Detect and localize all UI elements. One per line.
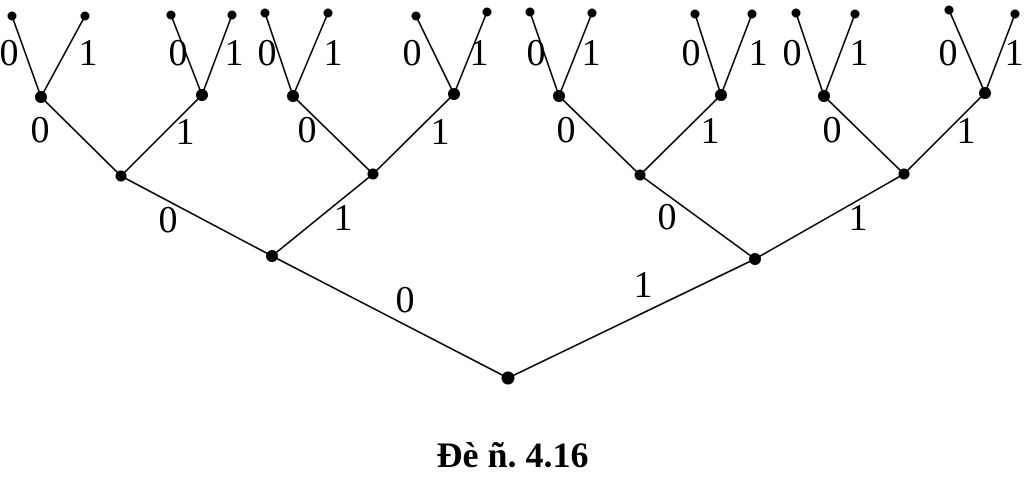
edge-label-1011: 1: [749, 32, 768, 74]
edge-label-000: 0: [31, 109, 50, 151]
edge-010-to-0101: [292, 12, 329, 97]
edge-label-00: 0: [159, 199, 178, 241]
edge-label-110: 0: [823, 109, 842, 151]
edge-00-to-001: [120, 94, 203, 177]
edge-01-to-011: [372, 93, 455, 175]
edge-001-to-0011: [201, 14, 233, 96]
edge-111-to-1111: [984, 13, 1016, 94]
node-01: [367, 168, 379, 180]
edge-label-1111: 1: [1005, 32, 1024, 74]
edge-1-to-10: [639, 174, 756, 260]
edge-101-to-1010: [694, 13, 722, 96]
edge-label-0001: 1: [79, 32, 98, 74]
edge-label-111: 1: [957, 110, 976, 152]
node-000: [35, 91, 47, 103]
node-011: [448, 88, 460, 100]
edge-1-to-11: [754, 173, 905, 260]
edge-111-to-1110: [948, 9, 986, 94]
node-1110: [944, 5, 954, 15]
edge-label-1001: 1: [582, 32, 601, 74]
node-1: [749, 253, 761, 265]
node-10: [634, 169, 646, 181]
edge-label-1010: 0: [682, 32, 701, 74]
edge-001-to-0010: [170, 14, 203, 96]
node-1101: [850, 9, 860, 19]
edge-101-to-1011: [720, 13, 753, 96]
edge-011-to-0111: [453, 11, 488, 95]
edge-11-to-110: [823, 95, 905, 175]
node-root: [501, 371, 515, 385]
edge-label-0100: 0: [258, 32, 277, 74]
node-0101: [323, 8, 333, 18]
node-1001: [587, 8, 597, 18]
edge-00-to-000: [40, 96, 122, 177]
tree-nodes: [7, 5, 1020, 385]
tree-edges: [11, 9, 1016, 379]
edge-label-0101: 1: [324, 32, 343, 74]
figure-caption: Đè ñ. 4.16: [436, 435, 589, 475]
node-0110: [411, 11, 421, 21]
node-1000: [525, 7, 535, 17]
node-1100: [791, 8, 801, 18]
node-0011: [227, 10, 237, 20]
edge-label-0010: 0: [169, 32, 188, 74]
edge-label-1: 1: [634, 264, 653, 306]
edge-label-100: 0: [557, 109, 576, 151]
edge-label-101: 1: [701, 110, 720, 152]
edge-01-to-010: [292, 95, 374, 175]
edge-label-0011: 1: [225, 32, 244, 74]
node-1011: [747, 9, 757, 19]
node-1111: [1010, 9, 1020, 19]
edge-label-10: 0: [658, 196, 677, 238]
edge-10-to-100: [558, 95, 641, 176]
edge-root-to-0: [271, 255, 509, 379]
edge-label-11: 1: [849, 197, 868, 239]
node-11: [898, 168, 910, 180]
node-101: [715, 89, 727, 101]
node-111: [979, 87, 991, 99]
node-1010: [690, 9, 700, 19]
edge-label-1100: 0: [783, 32, 802, 74]
node-0: [266, 250, 278, 262]
edge-label-0000: 0: [0, 32, 19, 74]
edge-0-to-01: [271, 173, 374, 257]
edge-label-01: 1: [334, 197, 353, 239]
edge-10-to-101: [639, 94, 722, 176]
edge-label-001: 1: [176, 111, 195, 153]
edge-label-010: 0: [298, 109, 317, 151]
node-001: [196, 89, 208, 101]
node-0001: [80, 11, 90, 21]
edge-label-1000: 0: [527, 32, 546, 74]
edge-label-0111: 1: [470, 32, 489, 74]
node-010: [287, 90, 299, 102]
node-110: [818, 90, 830, 102]
edge-label-0: 0: [396, 279, 415, 321]
edge-11-to-111: [903, 92, 986, 175]
edge-100-to-1001: [558, 12, 593, 97]
edge-000-to-0001: [40, 15, 86, 98]
edge-0-to-00: [120, 175, 273, 257]
edge-label-1101: 1: [850, 32, 869, 74]
node-00: [115, 170, 127, 182]
edge-label-1110: 0: [939, 32, 958, 74]
node-0100: [260, 8, 270, 18]
edge-010-to-0100: [264, 12, 294, 97]
edge-label-011: 1: [431, 111, 450, 153]
node-100: [553, 90, 565, 102]
edge-100-to-1000: [529, 11, 560, 97]
edge-root-to-1: [507, 258, 756, 379]
node-0111: [482, 7, 492, 17]
edge-110-to-1100: [795, 12, 825, 97]
edge-label-0110: 0: [403, 32, 422, 74]
edge-000-to-0000: [11, 15, 42, 98]
node-0000: [7, 11, 17, 21]
edge-110-to-1101: [823, 13, 856, 97]
node-0010: [166, 10, 176, 20]
edge-011-to-0110: [415, 15, 455, 95]
